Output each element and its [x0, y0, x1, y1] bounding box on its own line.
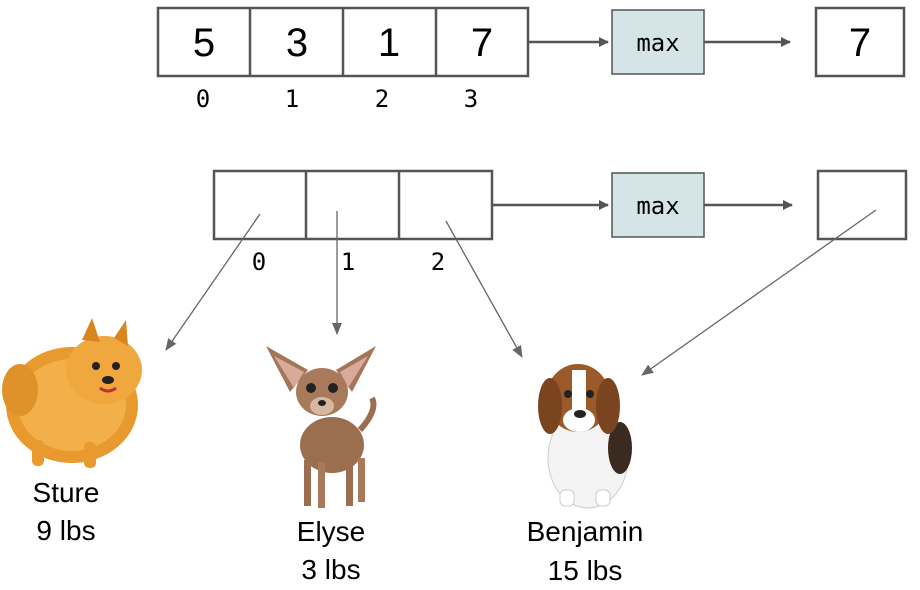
- dog-weight-elyse: 3 lbs: [301, 554, 360, 585]
- top-index-0: 0: [196, 85, 210, 113]
- top-index-3: 3: [464, 85, 478, 113]
- bottom-index-0: 0: [252, 248, 266, 276]
- top-max-box: [611, 9, 705, 75]
- pointer-cell-2-to-benjamin: [445, 220, 523, 358]
- top-cell-0: 5: [193, 21, 215, 65]
- top-cell-3: 7: [471, 21, 493, 65]
- dog-name-sture: Sture: [33, 477, 100, 508]
- dog-name-benjamin: Benjamin: [527, 516, 644, 547]
- chihuahua-icon: [266, 346, 377, 508]
- top-cell-2: 1: [378, 21, 400, 65]
- top-result-value: 7: [849, 21, 871, 65]
- top-max-label: max: [636, 29, 679, 57]
- beagle-icon: [538, 364, 632, 509]
- pointer-result-to-benjamin: [641, 209, 877, 376]
- dog-weight-benjamin: 15 lbs: [548, 555, 623, 586]
- top-result-box: [814, 6, 906, 78]
- top-index-1: 1: [285, 85, 299, 113]
- bottom-array: [212, 169, 494, 241]
- top-array: 5 3 1 7: [156, 6, 530, 78]
- dog-name-elyse: Elyse: [297, 516, 365, 547]
- top-index-2: 2: [375, 85, 389, 113]
- pointer-cell-0-to-sture: [165, 213, 261, 351]
- top-cell-1: 3: [286, 21, 308, 65]
- bottom-max-label: max: [636, 192, 679, 220]
- bottom-index-2: 2: [431, 248, 445, 276]
- dog-weight-sture: 9 lbs: [36, 515, 95, 546]
- bottom-result-box: [816, 169, 908, 241]
- bottom-index-1: 1: [341, 248, 355, 276]
- pomeranian-icon: [2, 318, 142, 468]
